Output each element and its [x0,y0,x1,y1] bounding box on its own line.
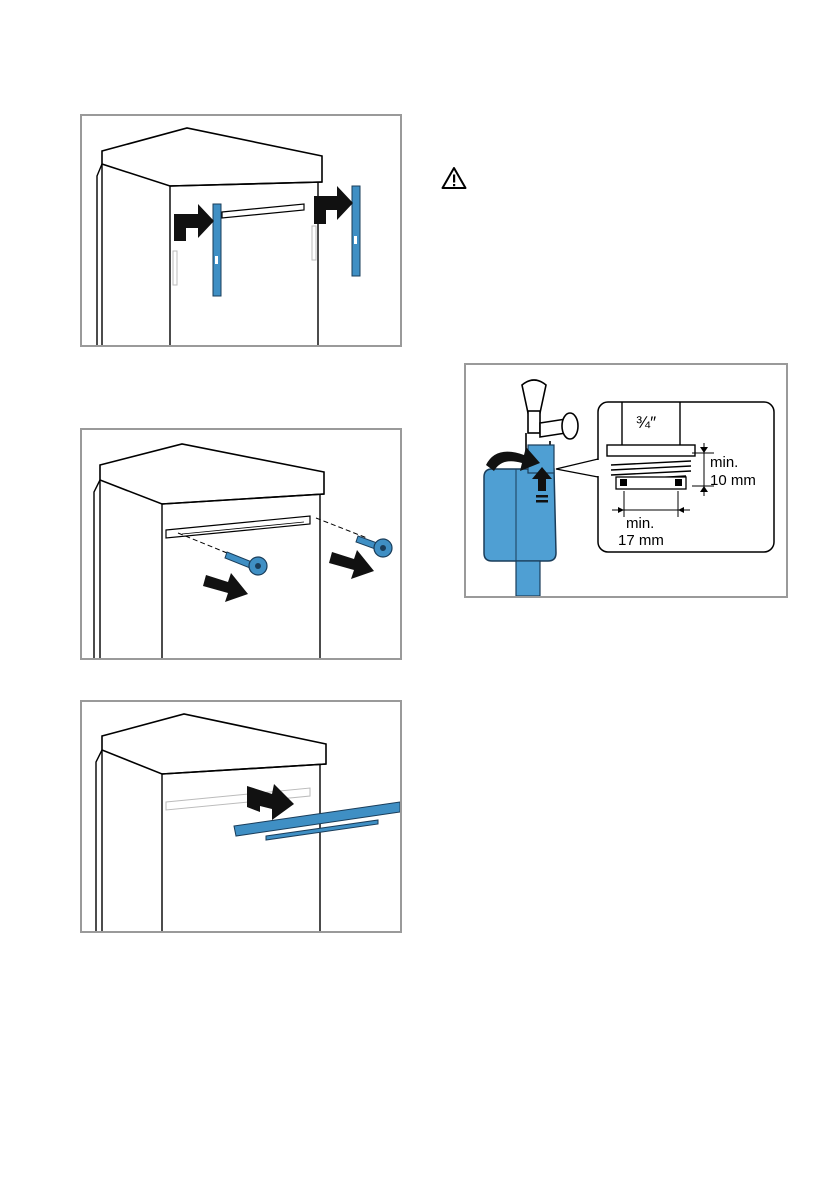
bracket-right [352,186,360,276]
width-value-label: 17 mm [618,532,664,549]
tap [522,380,578,451]
depth-min-label: min. [710,454,738,471]
thread-size-label: ¾″ [636,413,656,432]
warning-icon [441,166,467,190]
figure-remove-brackets [80,114,402,347]
width-min-label: min. [626,515,654,532]
depth-value-label: 10 mm [710,472,756,489]
bracket-left [213,204,221,296]
screw-right [356,536,392,557]
figure-unscrew-screws [80,428,402,660]
figure-remove-rail [80,700,402,933]
figure-hose-connection: ¾″ min. 10 mm min. 17 mm [464,363,788,598]
screw-left [225,552,267,575]
